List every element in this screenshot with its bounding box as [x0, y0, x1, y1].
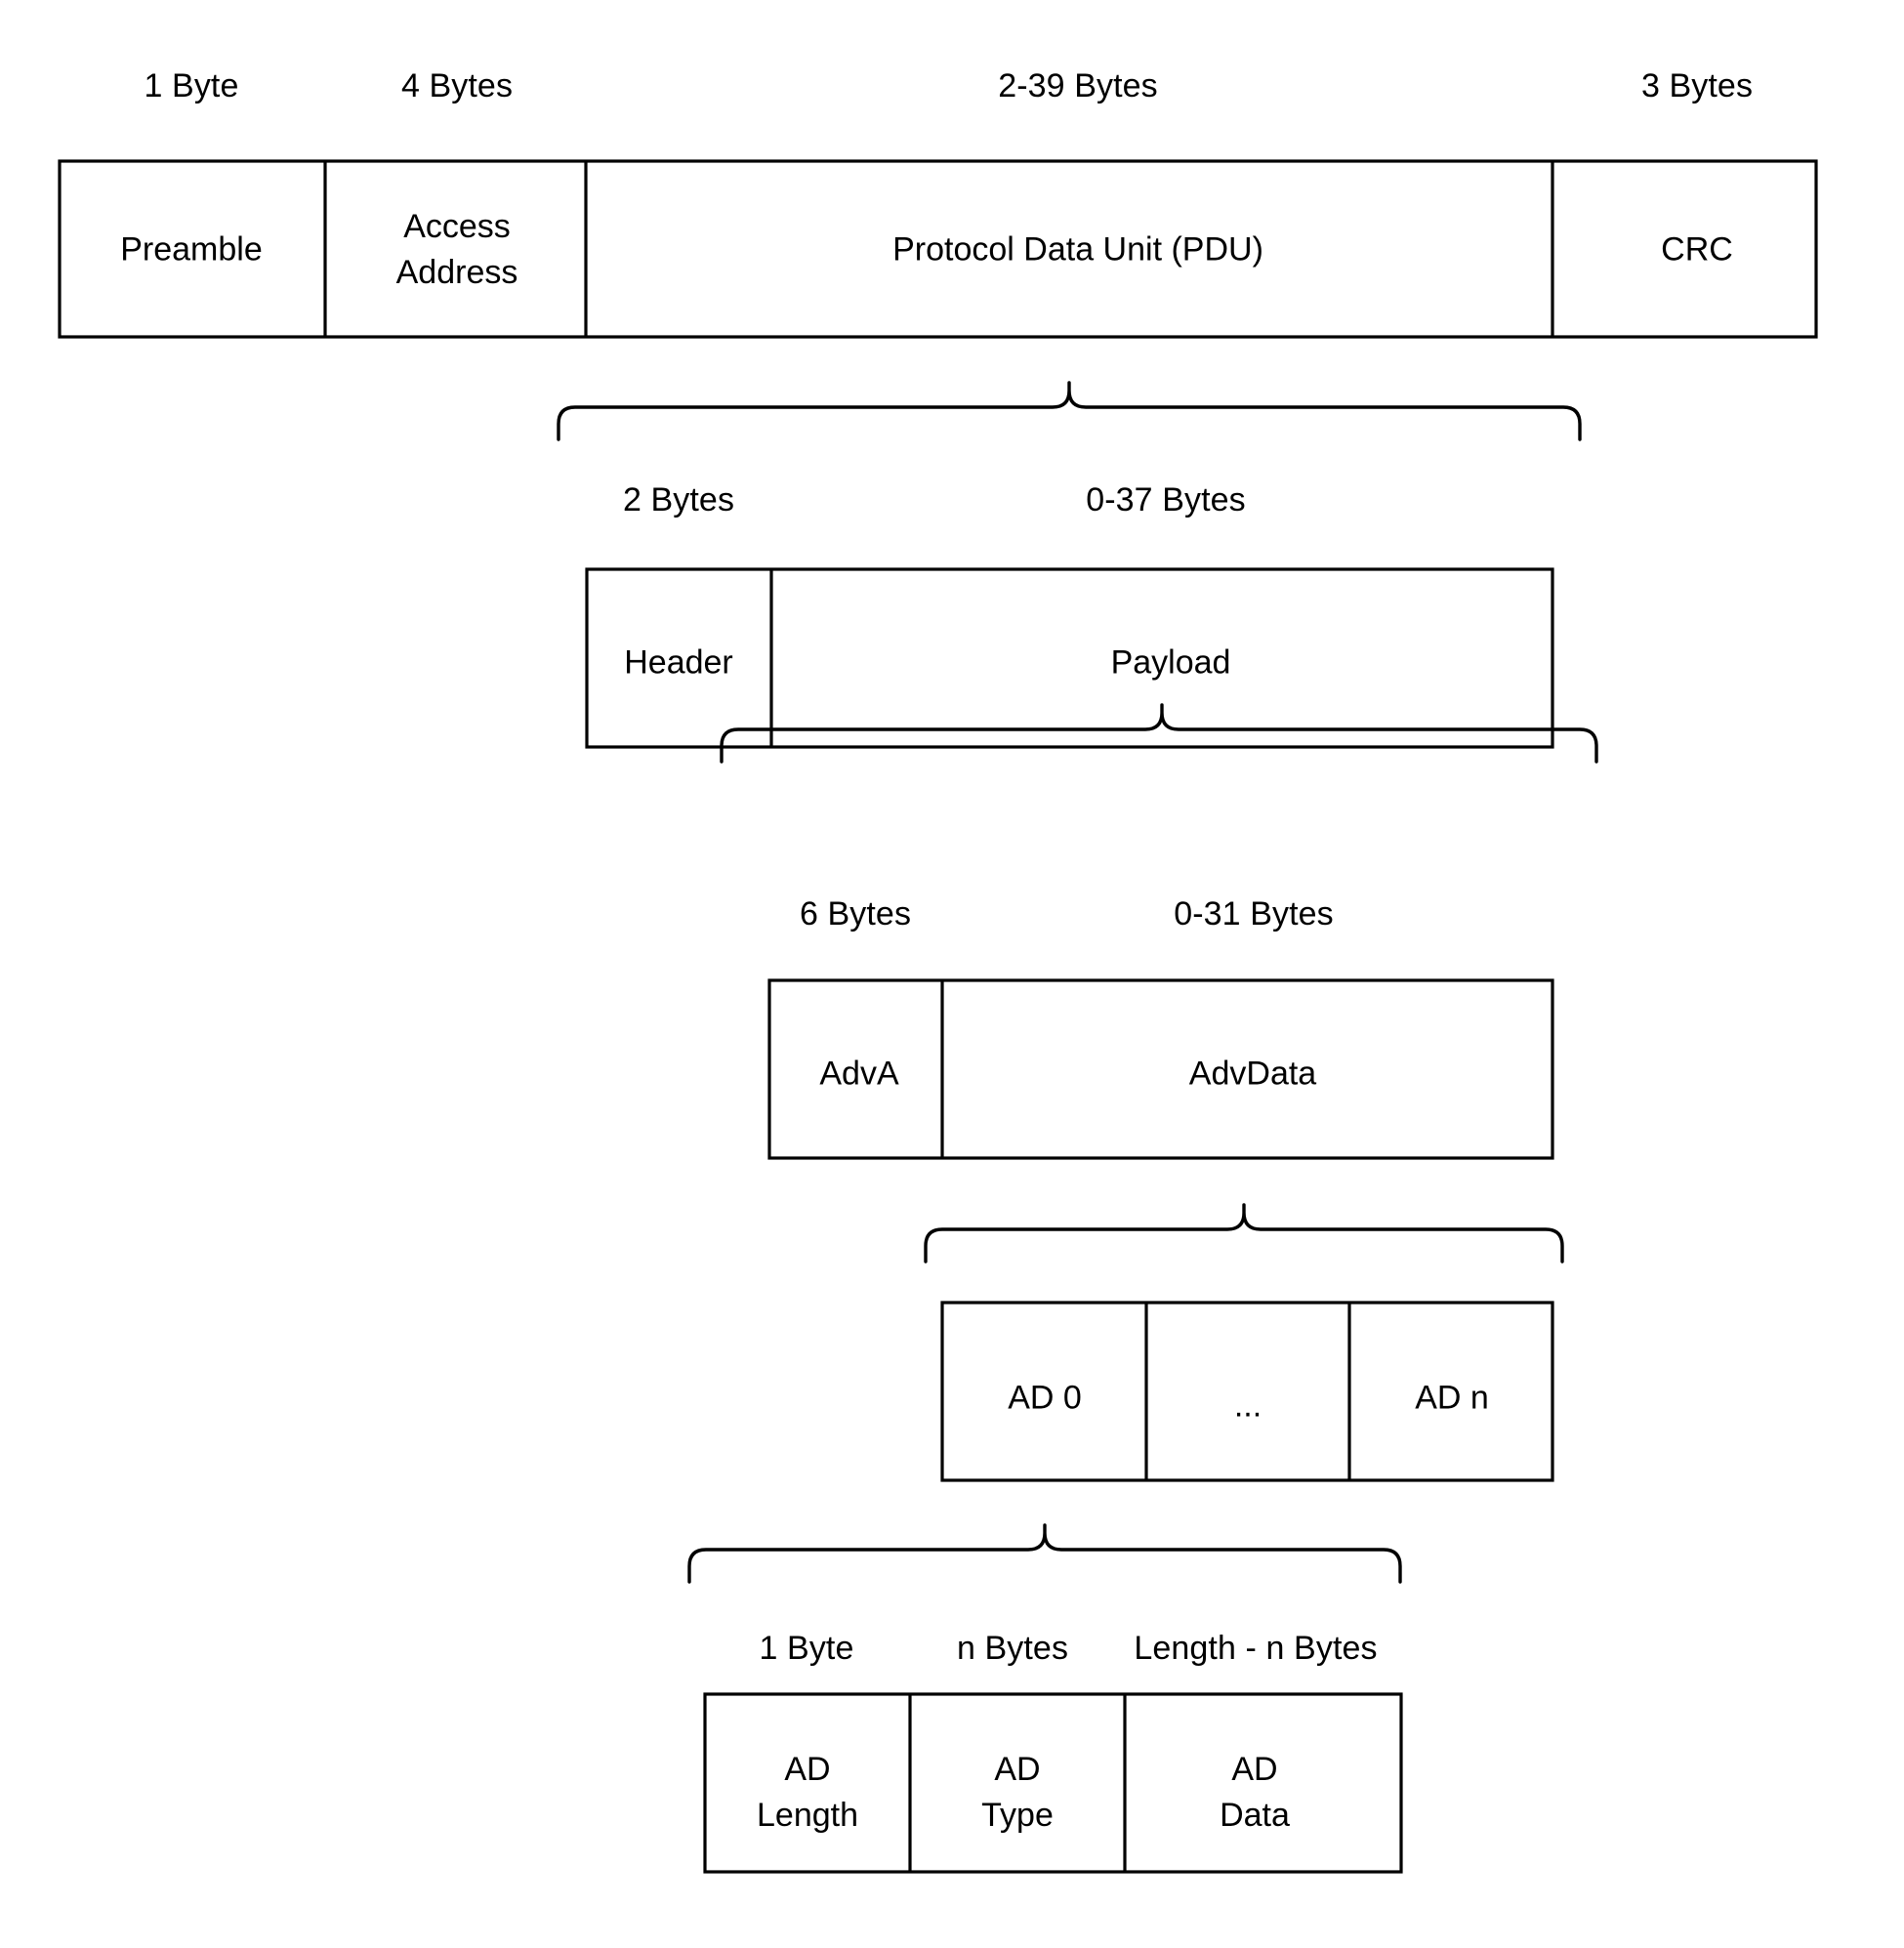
size-label-crc: 3 Bytes: [1640, 67, 1754, 104]
field-ad-ellipsis: ...: [1233, 1387, 1262, 1425]
field-ad-type: AD Type: [981, 1751, 1054, 1834]
size-label-ad-data: Length - n Bytes: [1134, 1630, 1378, 1667]
field-adva: AdvA: [819, 1055, 899, 1093]
level-3-outer-rect: [767, 978, 1554, 1160]
field-access-address: Access Address: [395, 208, 518, 291]
size-label-advdata: 0-31 Bytes: [1174, 895, 1334, 933]
field-ad-data: AD Data: [1220, 1751, 1290, 1834]
field-preamble: Preamble: [120, 230, 263, 269]
field-advdata: AdvData: [1188, 1055, 1317, 1093]
brace-pdu-to-pdu-detail: [557, 381, 1582, 441]
level-2-boxes: [585, 567, 1554, 749]
size-label-ad-length: 1 Byte: [759, 1630, 854, 1667]
size-label-ad-type: n Bytes: [956, 1630, 1069, 1667]
brace-payload-to-payload-detail: [720, 703, 1598, 764]
field-ad-length: AD Length: [757, 1751, 858, 1834]
field-ad-n: AD n: [1415, 1379, 1489, 1417]
level-1-boxes: [58, 159, 1818, 339]
level-1-outer-rect: [58, 159, 1818, 339]
size-label-preamble: 1 Byte: [144, 67, 239, 104]
size-label-payload: 0-37 Bytes: [1086, 481, 1246, 518]
level-5-boxes: [703, 1692, 1403, 1874]
level-3-boxes: [767, 978, 1554, 1160]
brace-ad0-to-ad-structure: [687, 1523, 1402, 1584]
level-2-outer-rect: [585, 567, 1554, 749]
size-label-header: 2 Bytes: [622, 481, 735, 518]
field-pdu: Protocol Data Unit (PDU): [892, 230, 1263, 269]
size-label-access-address: 4 Bytes: [400, 67, 514, 104]
brace-advdata-to-ad-list: [924, 1203, 1564, 1264]
level-4-outer-rect: [940, 1301, 1554, 1482]
level-5-outer-rect: [703, 1692, 1403, 1874]
field-ad-0: AD 0: [1008, 1379, 1082, 1417]
level-4-boxes: [940, 1301, 1554, 1482]
field-crc: CRC: [1661, 230, 1733, 269]
size-label-pdu: 2-39 Bytes: [998, 67, 1158, 104]
size-label-adva: 6 Bytes: [799, 895, 912, 933]
field-payload: Payload: [1110, 643, 1231, 682]
field-header: Header: [624, 643, 733, 682]
